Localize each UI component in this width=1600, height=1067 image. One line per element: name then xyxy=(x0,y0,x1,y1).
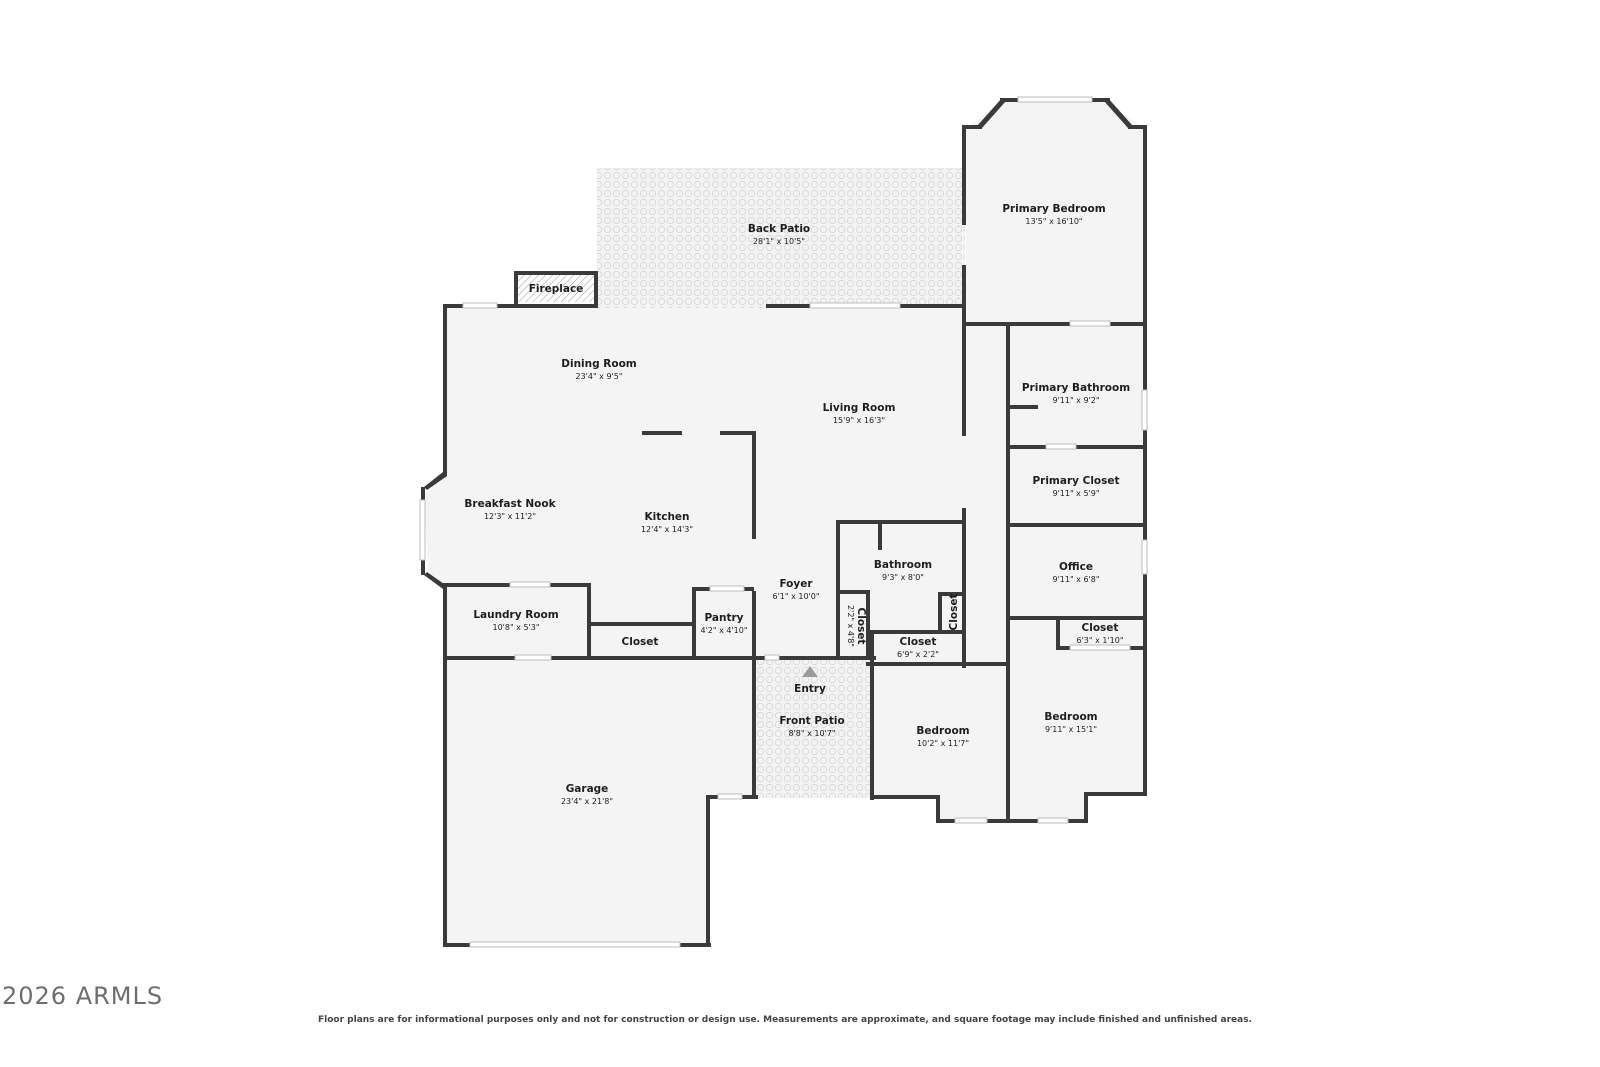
room-name: Garage xyxy=(566,783,609,795)
room-dims: 2'2" x 4'8" xyxy=(846,605,855,647)
room-dims: 12'4" x 14'3" xyxy=(641,525,693,534)
room-name: Dining Room xyxy=(561,358,637,370)
room-name: Closet xyxy=(1082,622,1119,634)
window xyxy=(717,793,743,800)
room-name: Primary Closet xyxy=(1032,475,1119,487)
room-name: Fireplace xyxy=(529,283,584,295)
window xyxy=(1045,443,1077,450)
room-dims: 9'11" x 9'2" xyxy=(1052,396,1099,405)
window xyxy=(1069,320,1111,327)
room-name: Primary Bedroom xyxy=(1002,203,1105,215)
room-name: Closet xyxy=(855,608,867,645)
window xyxy=(509,581,551,588)
room-labels: Back Patio 28'1" x 10'5" Fireplace Prima… xyxy=(464,203,1130,806)
room-name: Kitchen xyxy=(644,511,689,523)
room-dims: 10'2" x 11'7" xyxy=(917,739,969,748)
room-name: Closet xyxy=(948,594,960,631)
window xyxy=(809,302,901,309)
window xyxy=(469,941,681,948)
primary-bedroom-floor xyxy=(966,102,1144,326)
window xyxy=(954,817,988,824)
room-name: Primary Bathroom xyxy=(1022,382,1130,394)
room-dims: 9'3" x 8'0" xyxy=(882,573,924,582)
room-dims: 10'8" x 5'3" xyxy=(492,623,539,632)
fireplace-hatch xyxy=(517,275,595,302)
room-name: Entry xyxy=(794,683,826,695)
room-dims: 15'9" x 16'3" xyxy=(833,416,885,425)
room-dims: 9'11" x 15'1" xyxy=(1045,725,1097,734)
window xyxy=(462,302,498,309)
back-patio-floor xyxy=(597,168,965,308)
entry-arrow-icon xyxy=(802,666,818,677)
room-name: Pantry xyxy=(704,612,743,624)
bedroom-bottom-floor xyxy=(872,666,1010,820)
floors xyxy=(424,102,1144,944)
room-name: Office xyxy=(1059,561,1093,573)
bedroom-right-floor xyxy=(1010,620,1144,820)
room-dims: 9'11" x 6'8" xyxy=(1052,575,1099,584)
front-patio-floor xyxy=(756,658,870,798)
room-name: Bedroom xyxy=(916,725,969,737)
room-name: Living Room xyxy=(823,402,896,414)
main-living-floor xyxy=(424,308,1010,944)
room-dims: 6'1" x 10'0" xyxy=(772,592,819,601)
disclaimer: Floor plans are for informational purpos… xyxy=(318,1015,1252,1025)
room-dims: 6'9" x 2'2" xyxy=(897,650,939,659)
room-name: Closet xyxy=(622,636,659,648)
room-name: Back Patio xyxy=(748,223,810,235)
room-dims: 13'5" x 16'10" xyxy=(1025,217,1082,226)
room-name: Foyer xyxy=(779,578,813,590)
window xyxy=(514,654,552,661)
room-dims: 9'11" x 5'9" xyxy=(1052,489,1099,498)
window xyxy=(1069,644,1131,651)
window xyxy=(419,499,426,561)
room-name: Closet xyxy=(900,636,937,648)
room-dims: 23'4" x 21'8" xyxy=(561,797,613,806)
room-name: Front Patio xyxy=(779,715,844,727)
room-dims: 23'4" x 9'5" xyxy=(575,372,622,381)
windows xyxy=(419,96,1148,948)
window xyxy=(709,585,745,592)
room-dims: 4'2" x 4'10" xyxy=(700,626,747,635)
window xyxy=(1141,539,1148,575)
room-name: Bedroom xyxy=(1044,711,1097,723)
room-dims: 8'8" x 10'7" xyxy=(788,729,835,738)
window xyxy=(764,654,780,661)
room-name: Breakfast Nook xyxy=(464,498,556,510)
room-name: Bathroom xyxy=(874,559,932,571)
room-name: Laundry Room xyxy=(473,609,558,621)
room-dims: 28'1" x 10'5" xyxy=(753,237,805,246)
watermark: 2026 ARMLS xyxy=(2,982,164,1010)
room-dims: 12'3" x 11'2" xyxy=(484,512,536,521)
room-dims: 6'3" x 1'10" xyxy=(1076,636,1123,645)
window xyxy=(1037,817,1069,824)
window xyxy=(1017,96,1093,103)
window xyxy=(1141,389,1148,431)
